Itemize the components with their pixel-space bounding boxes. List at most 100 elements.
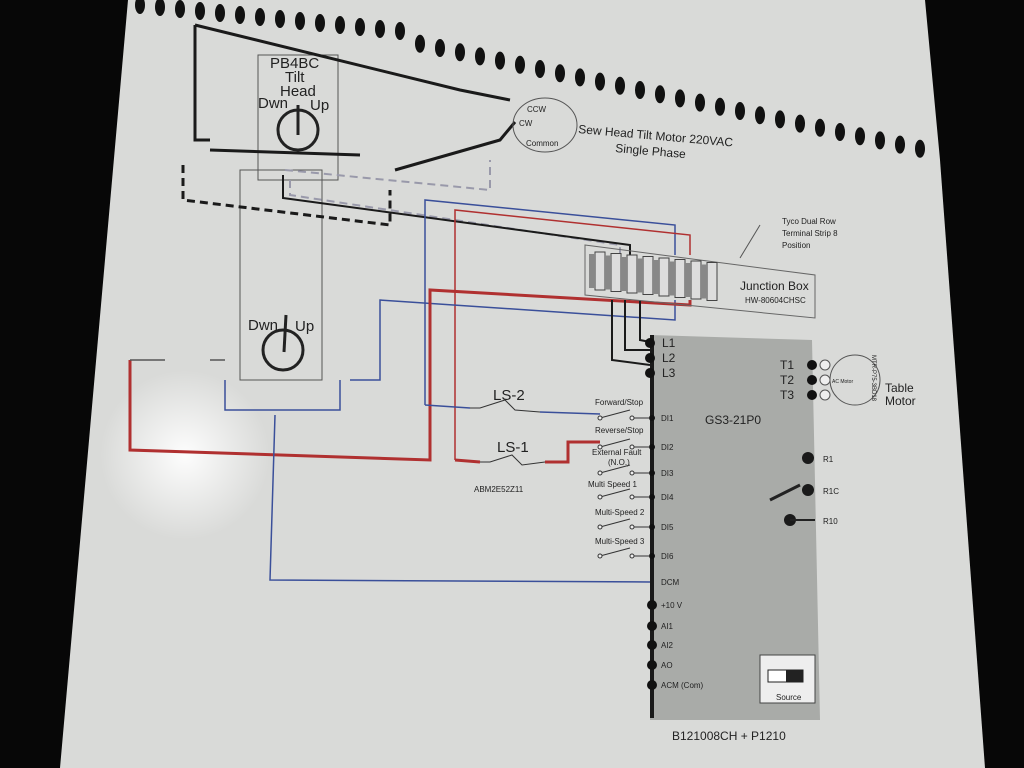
input-function-label: Multi Speed 1 (588, 480, 637, 489)
drive-model: GS3-21P0 (705, 413, 761, 427)
drive-output-0: T1 (780, 358, 794, 372)
drive-output-1: T2 (780, 373, 794, 387)
drive-terminal-3: DI4 (661, 493, 674, 502)
terminal-strip (589, 251, 718, 301)
input-function-label: Forward/Stop (595, 398, 644, 407)
tilt-motor-subtitle: Single Phase (615, 141, 687, 161)
binding-ring (155, 0, 165, 16)
terminal-divider (605, 255, 611, 290)
binding-ring (775, 110, 785, 129)
binding-ring (335, 16, 345, 34)
binding-ring (615, 76, 625, 95)
drive-terminal-10: AO (661, 661, 673, 670)
table-motor-title-2: Motor (885, 394, 916, 408)
binding-ring (215, 4, 225, 22)
binding-ring (535, 60, 545, 78)
terminal-block (706, 262, 718, 301)
input-function-label: Reverse/Stop (595, 426, 644, 435)
binding-ring (575, 68, 585, 87)
drive-terminal-2: DI3 (661, 469, 674, 478)
binding-ring (735, 102, 745, 120)
input-switch (599, 438, 650, 448)
input-switch (599, 547, 650, 557)
pushbutton-up-2: Up (295, 318, 314, 335)
table-motor-title-1: Table (885, 381, 914, 395)
terminal-divider (685, 263, 691, 297)
input-function-label: Multi-Speed 2 (595, 508, 645, 517)
binding-ring (595, 72, 605, 91)
binding-ring (355, 18, 365, 36)
pushbutton-title-2: Head (280, 83, 316, 100)
input-function-label: External Fault (592, 448, 642, 457)
table-motor-label: AC Motor (832, 379, 853, 385)
binding-ring (855, 127, 865, 146)
binding-ring (175, 0, 185, 18)
binding-ring (475, 47, 485, 66)
input-switch (599, 518, 650, 528)
drive-input-0: L1 (662, 336, 676, 350)
binding-ring (455, 43, 465, 62)
binding-ring (375, 20, 385, 38)
binding-ring (555, 64, 565, 83)
drive-input-1: L2 (662, 351, 676, 365)
drive-terminal-0: DI1 (661, 414, 674, 423)
terminal-block (690, 260, 702, 300)
drive-terminal-9: AI2 (661, 641, 674, 650)
binding-ring (275, 10, 285, 28)
input-function-label: Multi-Speed 3 (595, 537, 645, 546)
table-motor-part: MTR-P75-3BD18 (870, 355, 876, 402)
terminal-strip-label-2: Terminal Strip 8 (782, 229, 838, 238)
binding-ring (395, 22, 405, 40)
tilt-motor (512, 97, 578, 153)
terminal-strip-label-3: Position (782, 241, 810, 250)
drive-input-2: L3 (662, 366, 676, 380)
binding-ring (835, 123, 845, 141)
binding-ring (255, 8, 265, 26)
binding-ring (495, 51, 505, 70)
binding-ring (315, 14, 325, 32)
input-switch (599, 488, 650, 498)
pushbutton-model: PB4BC (270, 55, 319, 72)
terminal-divider (653, 260, 659, 294)
drive-terminal-7: +10 V (661, 601, 683, 610)
terminal-divider (621, 257, 627, 291)
drive-terminal-11: ACM (Com) (661, 681, 704, 690)
terminal-divider (669, 261, 675, 296)
binding-ring (655, 85, 665, 104)
terminal-block (642, 256, 654, 295)
tilt-motor-cw: CW (519, 119, 533, 128)
binding-ring (415, 34, 425, 53)
input-switch (599, 409, 650, 419)
limit-switch-ls1: LS-1 (497, 439, 529, 456)
binding-ring (435, 39, 445, 57)
junction-box-title: Junction Box (740, 279, 809, 293)
drive-terminal-1: DI2 (661, 443, 674, 452)
binding-ring (295, 12, 305, 30)
terminal-block (626, 254, 638, 294)
terminal-strip-label-1: Tyco Dual Row (782, 217, 836, 226)
light-glare (100, 370, 270, 540)
terminal-block (658, 257, 670, 297)
binding-ring (715, 97, 725, 116)
pushbutton-title-1: Tilt (285, 69, 305, 86)
terminal-block (674, 259, 686, 298)
binding-ring (795, 114, 805, 133)
terminal-block (610, 253, 622, 292)
terminal-divider (589, 254, 595, 288)
relay-r10: R10 (823, 517, 838, 526)
binding-ring (755, 106, 765, 125)
binding-ring (515, 55, 525, 74)
terminal-divider (637, 258, 643, 293)
pushbutton-dwn: Dwn (258, 95, 288, 112)
drive-terminal-8: AI1 (661, 622, 674, 631)
binding-ring (235, 6, 245, 24)
binding-ring (135, 0, 145, 14)
pushbutton-dwn-2: Dwn (248, 317, 278, 334)
drive-footer-part: B121008CH + P1210 (672, 729, 786, 743)
binding-ring (815, 118, 825, 137)
terminal-block (594, 251, 606, 291)
tilt-motor-common: Common (526, 139, 558, 148)
binding-ring (195, 2, 205, 20)
tilt-motor-ccw: CCW (527, 105, 547, 114)
relay-r1: R1 (823, 455, 834, 464)
